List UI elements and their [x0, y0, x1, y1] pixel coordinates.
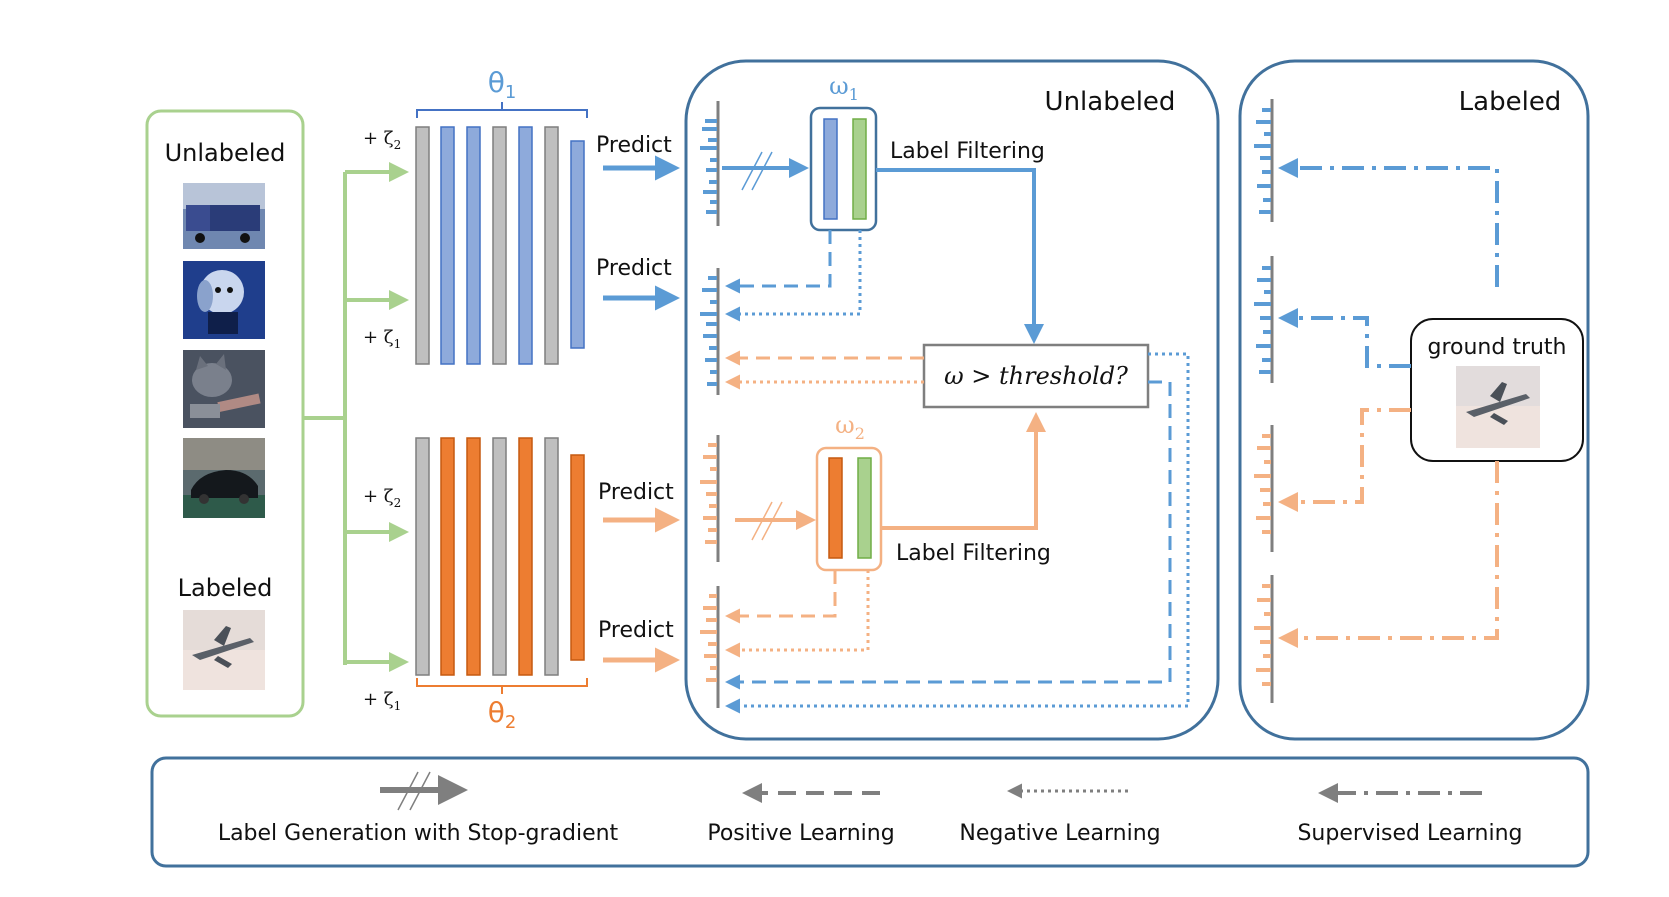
car-image-icon — [183, 438, 265, 518]
theta2-layer-6 — [544, 437, 559, 676]
histogram-orange-2 — [700, 586, 720, 708]
stop-gradient-arrow-icon — [380, 771, 468, 811]
omega2-box — [815, 446, 883, 572]
positive-learning-orange — [725, 570, 837, 624]
input-labeled-title: Labeled — [178, 574, 273, 602]
theta2-layer-1 — [415, 437, 430, 676]
predict-label-4: Predict — [598, 618, 674, 643]
network-theta2: θ2 — [415, 437, 588, 733]
unlabeled-panel: Unlabeled — [684, 59, 1220, 741]
theta2-layer-4 — [492, 437, 507, 676]
negative-learning-blue — [725, 230, 862, 322]
theta2-layer-7 — [570, 454, 585, 661]
histogram-blue-1 — [700, 101, 720, 226]
labeled-histogram-orange-1 — [1254, 425, 1274, 552]
zeta1-label-bottom: + ζ1 — [363, 689, 401, 713]
labeled-panel: Labeled — [1238, 59, 1590, 741]
labeled-histogram-blue-1 — [1254, 99, 1274, 222]
input-panel: Unlabeled — [145, 109, 305, 718]
omega1-filter-bar — [852, 118, 867, 220]
labeled-panel-title: Labeled — [1459, 87, 1562, 117]
filter-to-threshold-blue — [876, 168, 1044, 344]
theta1-layer-5 — [518, 126, 533, 365]
theta2-layer-2 — [440, 437, 455, 676]
legend-label-supervised: Supervised Learning — [1297, 821, 1522, 846]
zeta2-label-bottom: + ζ2 — [363, 486, 401, 510]
theta1-layer-1 — [415, 126, 430, 365]
theta1-layer-6 — [544, 126, 559, 365]
omega2-weight-bar — [828, 457, 843, 559]
theta1-layer-2 — [440, 126, 455, 365]
zeta1-label-top: + ζ1 — [363, 327, 401, 351]
predict-label-2: Predict — [596, 256, 672, 281]
predict-label-1: Predict — [596, 133, 672, 158]
histogram-orange-1 — [700, 435, 720, 562]
positive-learning-blue — [725, 230, 832, 294]
threshold-text: ω > threshold? — [944, 362, 1128, 390]
labeled-histogram-blue-2 — [1254, 256, 1274, 383]
label-filtering-1: Label Filtering — [890, 139, 1045, 164]
predict-arrows: Predict Predict Predict Predict — [596, 133, 680, 673]
ground-truth-airplane-icon — [1456, 366, 1540, 448]
theta2-label: θ2 — [488, 696, 517, 733]
predict-label-3: Predict — [598, 480, 674, 505]
theta1-label: θ1 — [488, 66, 517, 103]
unlabeled-panel-title: Unlabeled — [1045, 87, 1176, 117]
omega2-label: ω2 — [835, 411, 865, 443]
threshold-box — [922, 343, 1150, 409]
labeled-histogram-orange-2 — [1254, 575, 1274, 703]
negative-learning-orange — [725, 570, 870, 658]
supervised-learning-orange-2 — [1278, 461, 1499, 648]
noise-labels: + ζ2 + ζ1 + ζ2 + ζ1 — [363, 128, 401, 713]
stop-gradient-arrow-orange — [735, 501, 816, 541]
filter-to-threshold-orange — [881, 412, 1046, 530]
zeta2-label-top: + ζ2 — [363, 128, 401, 152]
legend: Label Generation with Stop-gradient Posi… — [150, 756, 1590, 868]
theta2-layer-3 — [466, 437, 481, 676]
legend-label-negative: Negative Learning — [959, 821, 1160, 846]
supervised-learning-blue-1 — [1278, 158, 1499, 287]
stop-gradient-arrow-blue — [722, 151, 809, 191]
omega2-filter-bar — [857, 457, 872, 559]
theta1-layer-4 — [492, 126, 507, 365]
dog-image-icon — [183, 261, 265, 339]
legend-label-positive: Positive Learning — [707, 821, 894, 846]
theta2-layer-5 — [518, 437, 533, 676]
label-filtering-2: Label Filtering — [896, 541, 1051, 566]
truck-image-icon — [183, 183, 265, 249]
theta1-layer-3 — [466, 126, 481, 365]
airplane-image-icon — [183, 610, 265, 690]
input-branch-arrows — [303, 162, 409, 672]
ground-truth-label: ground truth — [1427, 335, 1566, 360]
cat-image-icon — [183, 350, 265, 428]
omega1-weight-bar — [823, 118, 838, 220]
supervised-learning-orange-1 — [1278, 408, 1411, 512]
threshold-positive-blue — [725, 380, 1172, 690]
histogram-blue-2 — [700, 268, 720, 395]
supervised-learning-blue-2 — [1278, 308, 1411, 368]
legend-label-stop-gradient: Label Generation with Stop-gradient — [218, 821, 619, 846]
input-unlabeled-title: Unlabeled — [165, 139, 286, 167]
theta1-layer-7 — [570, 140, 585, 349]
network-theta1: θ1 — [415, 66, 588, 365]
omega1-label: ω1 — [829, 72, 859, 104]
